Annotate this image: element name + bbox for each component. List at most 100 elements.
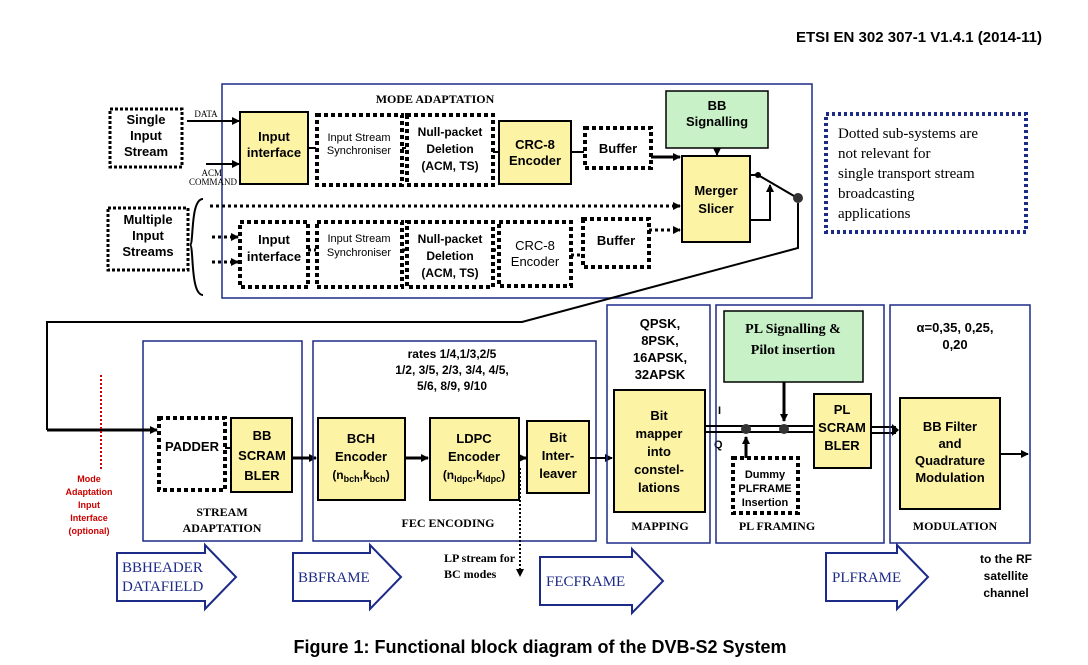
stream-sync-multi-line1: Input Stream — [328, 233, 391, 245]
bb-scrambler-line1: BB — [253, 428, 272, 443]
bb-filter-line2: and — [938, 436, 961, 451]
rf-output-line3: channel — [983, 586, 1028, 600]
multiple-input-streams-box — [106, 206, 190, 272]
mapper-line4: constel- — [634, 462, 684, 477]
bch-line1: BCH — [347, 431, 375, 446]
modulation-group — [889, 304, 1031, 544]
note-line4: broadcasting — [838, 186, 915, 202]
single-input-line3: Stream — [124, 144, 168, 159]
crc8-encoder-multi — [497, 220, 573, 288]
bb-filter-line1: BB Filter — [923, 419, 977, 434]
document-header: ETSI EN 302 307-1 V1.4.1 (2014-11) — [796, 29, 1042, 46]
input-interface-single-line2: interface — [247, 145, 301, 160]
mapper-line2: mapper — [636, 426, 683, 441]
null-packet-single-line1: Null-packet — [418, 125, 483, 139]
pl-signalling-line2: Pilot insertion — [751, 343, 836, 358]
acm-label-line2: COMMAND — [189, 177, 238, 187]
merger-line2: Slicer — [698, 201, 733, 216]
bch-encoder-block — [317, 417, 406, 501]
input-interface-multi-line1: Input — [258, 232, 290, 247]
bb-scrambler-block — [230, 417, 293, 493]
bch-params: (nbch,kbch) — [332, 468, 389, 484]
buffer-single — [583, 126, 653, 170]
mapper-line1: Bit — [650, 408, 668, 423]
crc8-multi-line2: Encoder — [511, 254, 560, 269]
pl-scrambler-line2: SCRAM — [818, 420, 866, 435]
mode-interface-line2: Adaptation — [66, 487, 113, 497]
fec-rates-line3: 5/6, 8/9, 9/10 — [417, 379, 487, 393]
modulation-title: MODULATION — [913, 519, 998, 533]
mode-adaptation-title: MODE ADAPTATION — [376, 92, 495, 106]
stream-adaptation-title-line2: ADAPTATION — [183, 521, 262, 535]
input-interface-single-line1: Input — [258, 129, 290, 144]
crc8-multi-line1: CRC-8 — [515, 238, 555, 253]
fecframe-label: FECFRAME — [546, 574, 625, 590]
note-line2: not relevant for — [838, 146, 930, 162]
lp-stream-line2: BC modes — [444, 567, 497, 581]
figure-caption: Figure 1: Functional block diagram of th… — [293, 637, 786, 657]
fec-rates-line1: rates 1/4,1/3,2/5 — [408, 347, 497, 361]
buffer-multi-label: Buffer — [597, 233, 635, 248]
stream-adaptation-title-line1: STREAM — [196, 505, 247, 519]
bbframe-arrow — [292, 542, 403, 612]
i-channel-label: I — [718, 405, 721, 417]
alpha-line1: α=0,35, 0,25, — [916, 320, 993, 335]
mapper-line3: into — [647, 444, 671, 459]
bb-signalling-line1: BB — [708, 98, 727, 113]
bbframe-label: BBFRAME — [298, 570, 370, 586]
note-line5: applications — [838, 206, 911, 222]
merger-slicer-block — [681, 155, 751, 243]
null-packet-single-line3: (ACM, TS) — [421, 159, 478, 173]
pl-scrambler-block — [813, 393, 872, 469]
multiple-input-line2: Input — [132, 228, 164, 243]
mode-interface-line5: (optional) — [69, 526, 110, 536]
input-interface-multi — [238, 220, 310, 289]
mapper-line5: lations — [638, 480, 680, 495]
pl-framing-title: PL FRAMING — [739, 519, 815, 533]
input-interface-multi-line2: interface — [247, 249, 301, 264]
bbheader-datafield-arrow — [116, 542, 238, 612]
q-channel-label: Q — [714, 439, 723, 451]
pl-signalling-line1: PL Signalling & — [745, 322, 841, 337]
bb-scrambler-line3: BLER — [244, 468, 280, 483]
bb-filter-line4: Modulation — [915, 470, 984, 485]
pl-signalling-block — [723, 310, 864, 383]
interleaver-line2: Inter- — [542, 448, 575, 463]
bbheader-line2: DATAFIELD — [122, 579, 203, 595]
buffer-single-label: Buffer — [599, 141, 637, 156]
mode-interface-line3: Input — [78, 500, 100, 510]
mapping-mode-2: 8PSK, — [641, 333, 679, 348]
pl-framing-group — [715, 304, 885, 544]
merger-line1: Merger — [694, 183, 737, 198]
mode-interface-line1: Mode — [77, 474, 101, 484]
null-packet-multi-line3: (ACM, TS) — [421, 266, 478, 280]
fecframe-arrow — [539, 546, 665, 616]
fec-encoding-group — [312, 340, 597, 542]
fec-rates-line2: 1/2, 3/5, 2/3, 3/4, 4/5, — [395, 363, 508, 377]
crc8-single-line2: Encoder — [509, 153, 561, 168]
bb-signalling-line2: Signalling — [686, 114, 748, 129]
bit-interleaver-block — [526, 420, 590, 494]
null-packet-multi-line2: Deletion — [426, 249, 473, 263]
lp-stream-line1: LP stream for — [444, 551, 516, 565]
stream-sync-multi-line2: Synchroniser — [327, 247, 392, 259]
bb-filter-line3: Quadrature — [915, 453, 985, 468]
bb-signalling-block — [665, 90, 769, 149]
bit-mapper-block — [613, 389, 706, 513]
single-input-line1: Single — [126, 112, 165, 127]
ldpc-line2: Encoder — [448, 449, 500, 464]
alpha-line2: 0,20 — [942, 337, 967, 352]
input-interface-single — [239, 111, 309, 185]
null-packet-multi-line1: Null-packet — [418, 232, 483, 246]
interleaver-line1: Bit — [549, 430, 567, 445]
null-packet-deletion-multi — [405, 220, 495, 289]
rf-output-line2: satellite — [984, 569, 1029, 583]
mapping-mode-1: QPSK, — [640, 316, 680, 331]
mode-adaptation-group — [221, 83, 813, 299]
multiple-input-line1: Multiple — [123, 212, 172, 227]
note-line1: Dotted sub-systems are — [838, 126, 978, 142]
mapping-mode-4: 32APSK — [635, 367, 686, 382]
mapping-title: MAPPING — [631, 519, 688, 533]
pl-scrambler-line3: BLER — [824, 438, 860, 453]
